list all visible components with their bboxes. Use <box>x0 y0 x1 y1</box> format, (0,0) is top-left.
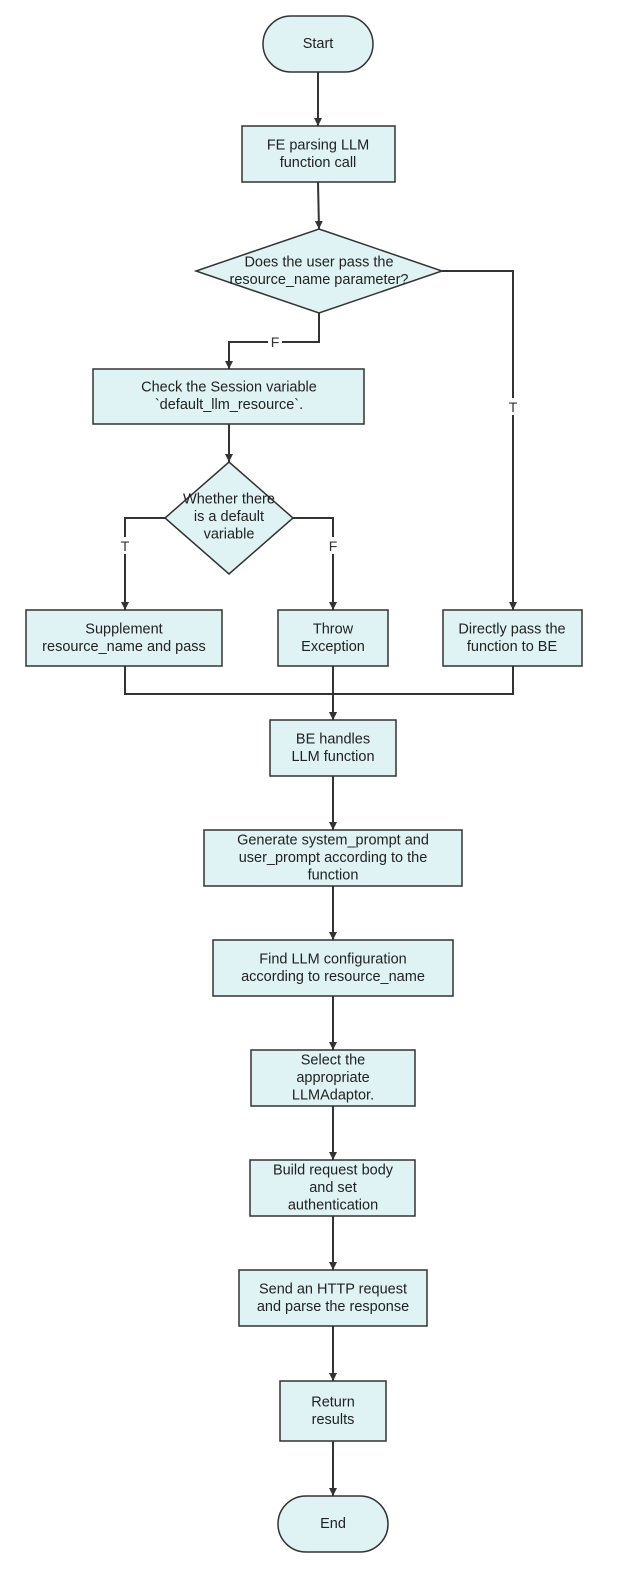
node-supplement: Supplement resource_name and pass <box>25 609 223 667</box>
node-check-session: Check the Session variable `default_llm_r… <box>92 368 365 425</box>
edge-label-resource-false: F <box>271 334 280 350</box>
node-label-line: user_prompt according to the <box>239 850 428 866</box>
edge-decision-default-to-throw <box>293 517 337 610</box>
node-start: Start <box>262 15 374 73</box>
node-label-line: Find LLM configuration <box>259 951 407 967</box>
node-return-results: Return results <box>279 1380 387 1442</box>
node-decision-resource-name: Does the user pass the resource_name para… <box>193 228 445 314</box>
node-label-line: Generate system_prompt and <box>237 833 429 849</box>
node-label-line: resource_name and pass <box>42 639 206 655</box>
edge-label-default-false: F <box>329 538 338 554</box>
node-end: End <box>277 1495 389 1553</box>
edge-label-resource-true: T <box>509 399 518 415</box>
node-label-line: and set <box>309 1180 357 1196</box>
node-label-line: BE handles <box>296 731 370 747</box>
node-label-line: results <box>312 1412 355 1428</box>
node-label-line: LLM function <box>291 749 374 765</box>
edge-fe-parse-to-decision <box>314 181 323 230</box>
node-label-line: and parse the response <box>257 1299 409 1315</box>
node-label-line: FE parsing LLM <box>267 137 369 153</box>
node-label-line: `default_llm_resource`. <box>155 397 303 413</box>
node-label-line: Directly pass the <box>458 621 565 637</box>
node-label-line: resource_name parameter? <box>230 272 409 288</box>
edge-decision-default-to-supplement <box>121 517 165 610</box>
node-label-line: Check the Session variable <box>141 379 317 395</box>
node-label-line: Exception <box>301 639 365 655</box>
edge-decision-to-direct-pass <box>442 270 517 610</box>
svg-text:Check the Session variable`def: Check the Session variable `default_llm_r… <box>141 379 317 413</box>
node-label-line: appropriate <box>296 1070 369 1086</box>
node-label-line: End <box>320 1516 346 1532</box>
node-fe-parse: FE parsing LLM function call <box>241 125 396 183</box>
edge-merge-line <box>124 666 514 695</box>
node-find-config: Find LLM configuration according to resou… <box>212 939 454 997</box>
node-direct-pass: Directly pass the function to BE <box>442 609 583 667</box>
node-label-line: LLMAdaptor. <box>292 1088 374 1104</box>
node-label-line: Select the <box>301 1053 366 1069</box>
node-label-line: Whether there <box>183 492 275 508</box>
node-label-line: authentication <box>288 1198 378 1214</box>
node-label-line: function to BE <box>467 639 558 655</box>
node-label-line: Supplement <box>85 621 162 637</box>
node-send-http: Send an HTTP request and parse the respon… <box>238 1269 428 1327</box>
node-label-line: Throw <box>313 621 354 637</box>
node-label-line: is a default <box>194 509 264 525</box>
node-label-line: Send an HTTP request <box>259 1281 407 1297</box>
node-label-line: function <box>308 868 359 884</box>
node-label-line: Start <box>303 36 334 52</box>
node-label-line: function call <box>280 155 357 171</box>
node-label-line: Return <box>311 1394 355 1410</box>
node-label-line: Does the user pass the <box>244 254 393 270</box>
node-label-line: variable <box>204 527 255 543</box>
node-label-line: Build request body <box>273 1163 394 1179</box>
svg-text:Start: Start <box>303 36 334 52</box>
svg-text:End: End <box>320 1516 346 1532</box>
edge-label-default-true: T <box>121 538 130 554</box>
node-label-line: according to resource_name <box>241 969 425 985</box>
